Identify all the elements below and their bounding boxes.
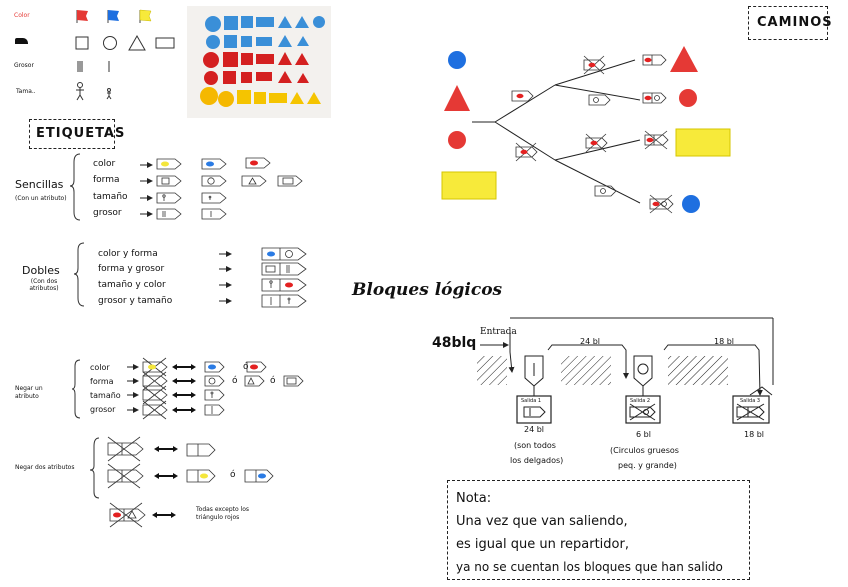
salida-1-count: 24 bl (524, 426, 544, 434)
salida-2-desc-1: (Circulos gruesos (610, 447, 679, 455)
salida-1-label: Salida 1 (521, 399, 541, 404)
salida-1-desc-2: los delgados) (510, 457, 563, 465)
salida-2-count: 6 bl (636, 431, 651, 439)
hatched-block-3 (668, 356, 728, 385)
salida-3-count: 18 bl (744, 431, 764, 439)
salida-2-label: Salida 2 (630, 399, 650, 404)
note-line-3: es igual que un repartidor, (456, 537, 629, 552)
hatched-block-1 (477, 356, 507, 385)
filter-2 (634, 356, 652, 386)
note-line-1: Nota: (456, 491, 491, 506)
note-box: Nota: Una vez que van saliendo, es igual… (447, 480, 750, 580)
note-line-2: Una vez que van saliendo, (456, 514, 628, 529)
hatched-block-2 (561, 356, 611, 385)
salida-3-label: Salida 3 (740, 399, 760, 404)
note-line-4: ya no se cuentan los bloques que han sal… (456, 560, 723, 574)
salida-1-desc-1: (son todos (514, 442, 556, 450)
salida-2-desc-2: peq. y grande) (618, 462, 677, 470)
